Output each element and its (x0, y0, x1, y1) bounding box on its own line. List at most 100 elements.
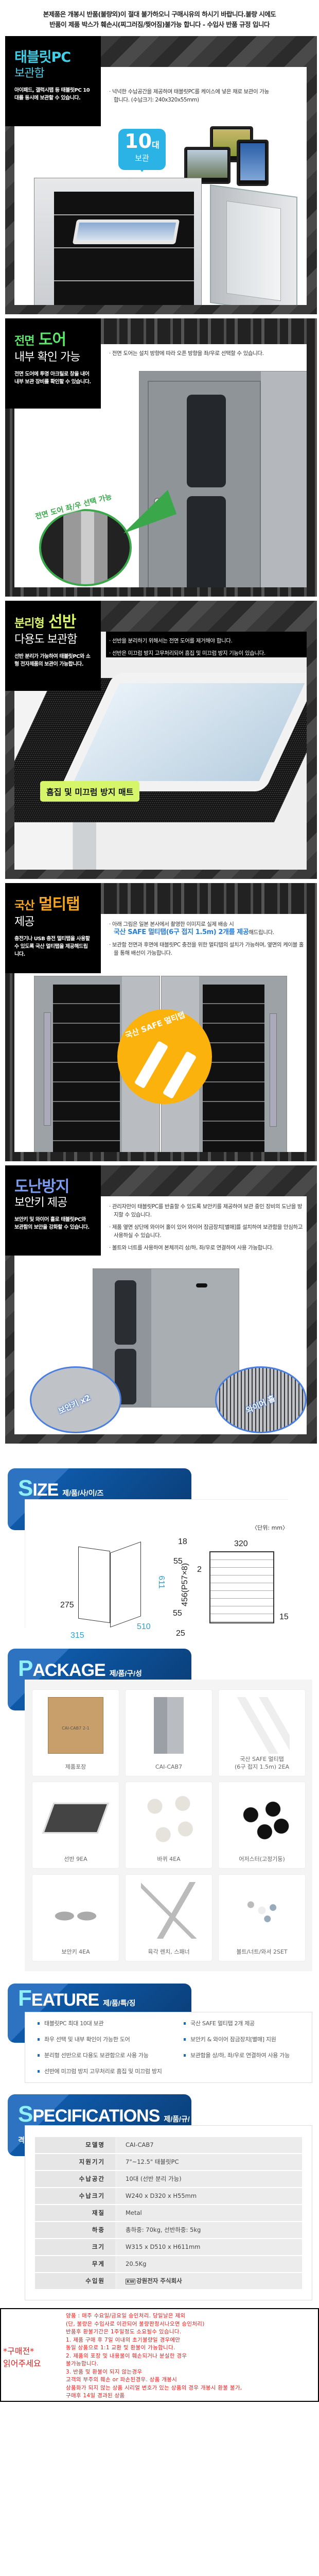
inset-label: 보안키 x2 (57, 1393, 92, 1416)
spec-value: 10대 (선반 분리 가능) (117, 2171, 302, 2187)
heading-text: EATURE (31, 1990, 99, 2010)
spec-value: W240 x D320 x H55mm (117, 2188, 302, 2204)
title-part: 도어 (38, 331, 66, 349)
wire-inset-image: 와이어 홀 (215, 1366, 307, 1433)
heading-korean: 제/품/구/성 (109, 1669, 142, 1677)
importer-name: 강원전자 주식회사 (136, 2277, 182, 2284)
package-item: 바퀴 4EA (125, 1782, 212, 1869)
importer-logo: KW (126, 2279, 136, 2284)
title-part: 전면 (14, 335, 34, 348)
dim-foot: 15 (279, 1613, 289, 1621)
return-policy-notice: 본제품은 개봉시 반품(불량외)이 절대 불가하오니 구매시유의 하시기 바랍니… (0, 9, 319, 30)
package-item: 선반 9EA (32, 1782, 119, 1869)
spec-key: 하중 (35, 2222, 115, 2238)
section-header: 전면 도어 내부 확인 가능 전면 도어에 투명 아크릴로 창을 내어 내부 보… (5, 318, 101, 409)
open-door (210, 184, 297, 305)
item-label: 볼트/너트/와셔 2SET (236, 1948, 288, 1955)
power-strip-image (234, 1697, 290, 1754)
section-title: 태블릿PC (14, 49, 71, 65)
item-label: 국산 SAFE 멀티탭 (6구 접지 1.5m) 2EA (234, 1756, 290, 1770)
item-label: 어저스터(고정기둥) (239, 1856, 285, 1862)
notice-line: 동일 상품으로 1:1 교환 및 환불이 가능합니다. (66, 2345, 175, 2351)
section-subtitle: 다용도 보관함 (14, 633, 77, 646)
package-item: CAI-CAB7 (125, 1689, 212, 1776)
dim-span: 320 (234, 1539, 248, 1548)
side-label-line: *구매전* (3, 2346, 34, 2356)
heading-text: ACKAGE (32, 1660, 105, 1680)
tablet-on-shelf (72, 219, 180, 244)
spec-value: W315 x D510 x H611mm (117, 2239, 302, 2255)
cabinet-drawing-side (110, 1541, 141, 1628)
spec-key: 모델명 (35, 2137, 115, 2153)
tablet-image (184, 147, 231, 184)
spec-key: 크기 (35, 2239, 115, 2255)
wrench-image (141, 1882, 197, 1939)
caster-image (141, 1789, 197, 1846)
spec-value: CAI-CAB7 (117, 2137, 302, 2153)
dim-pitch: 456(P57×8) (181, 1563, 190, 1607)
bullet: · 보관함 전면과 후면에 태블릿PC 충전을 위한 멀티탭의 설치가 가능하며… (109, 942, 304, 956)
heading-text: PECIFICATIONS (32, 2106, 160, 2126)
bullet: · 제품 옆면 상단에 와이어 홀이 있어 와이어 잠금장치[별매]를 설치하여… (109, 1224, 303, 1239)
feature-item: 보안키 & 와이어 잠금장치[별매] 지원 (184, 2031, 290, 2047)
adjuster-image (234, 1789, 290, 1846)
section-description: 충전기나 USB 충전 멀티탭을 사용할 수 있도록 국산 멀티탭을 제공해드립… (14, 936, 90, 957)
door-window (187, 395, 226, 487)
tablet-image (237, 140, 269, 186)
door-window (187, 496, 226, 587)
badge-unit: 대 (152, 140, 160, 150)
dim-base: 25 (176, 1629, 185, 1638)
inset-label: 와이어 홀 (244, 1394, 277, 1415)
bullet-list: · 선반을 분리하기 위해서는 전면 도어를 제거해야 합니다. · 선반은 미… (109, 637, 305, 662)
item-label: 육각 렌치, 스패너 (148, 1948, 190, 1955)
section-description: 전면 도어에 투명 아크릴로 창을 내어 내부 보관 장비를 확인할 수 있습니… (14, 371, 91, 385)
spec-value: 7"~12.5" 태블릿PC (117, 2154, 302, 2170)
section-panel: · 넉넉한 수납공간을 제공하며 태블릿PC를 케이스에 넣은 채로 보관이 가… (14, 67, 307, 305)
feature-item: 선반에 미끄럼 방지 고무처리로 흠집 및 미끄럼 방지 (38, 2063, 162, 2079)
dim-gap-bottom: 55 (173, 1609, 182, 1618)
heading-initial: S (18, 1476, 33, 1501)
cabinet-closed-image (139, 371, 307, 587)
purchase-notice-box: *구매전* 읽어주세요 양품 : 매주 수요일/금요일 승인처리. 당일날은 제… (0, 2308, 319, 2402)
feature-section-tablet-storage: 태블릿PC 보관함 아이패드, 갤럭시탭 등 태블릿PC 10대를 동시에 보관… (5, 36, 317, 314)
dim-depth: 510 (137, 1622, 151, 1631)
section-title: 분리형 선반 (14, 614, 92, 632)
bolts-image (234, 1882, 290, 1939)
section-description: 선반 분리가 가능하여 태블릿PC와 소형 전자제품의 보관이 가능합니다. (14, 654, 91, 667)
capacity-badge: 10대 보관 (118, 129, 166, 172)
section-header: 도난방지 보안키 제공 보안키 및 와이어 홀로 태블릿PC와 보관함의 보안을… (5, 1165, 101, 1256)
title-part: 국산 (14, 900, 34, 912)
section-subtitle: 보안키 제공 (14, 1196, 67, 1209)
spec-key: 무게 (35, 2256, 115, 2272)
mat-callout: 흠집 및 미끄럼 방지 매트 (40, 781, 140, 802)
section-title: 전면 도어 (14, 332, 92, 350)
cabinet-open-image (34, 178, 202, 305)
feature-item: 보관함을 상/하, 좌/우로 연결하여 사용 가능 (184, 2047, 290, 2063)
cabinet-front-drawing (209, 1551, 274, 1623)
item-label: CAI-CAB7 (155, 1764, 183, 1770)
feature-section-front-door: 전면 도어 내부 확인 가능 전면 도어에 투명 아크릴로 창을 내어 내부 보… (5, 318, 317, 597)
cabinet-image (154, 1697, 184, 1754)
spec-key: 수납공간 (35, 2171, 115, 2187)
dim-gap-top: 55 (173, 1557, 183, 1566)
notice-line: 3. 반품 및 환불이 되지 않는경우 (66, 2368, 143, 2375)
feature-item: 국산 SAFE 멀티탭 2개 제공 (184, 2015, 290, 2031)
power-strip-icon (162, 1050, 197, 1099)
box-image: CAI-CAB7 2-1 (48, 1697, 103, 1754)
shelf-image (42, 1803, 109, 1834)
section-description: 보안키 및 와이어 홀로 태블릿PC와 보관함의 보안을 강화할 수 있습니다. (14, 1217, 90, 1230)
door-inset-image (39, 509, 132, 586)
bullet-list: · 넉넉한 수납공간을 제공하며 태블릿PC를 케이스에 넣은 채로 보관이 가… (109, 88, 274, 108)
dim-width: 315 (70, 1631, 84, 1640)
dim-gap-small: 2 (197, 1565, 202, 1574)
bullet-list: · 전면 도어는 설치 방향에 따라 오픈 방향을 좌/우로 선택할 수 있습니… (109, 349, 299, 362)
section-header: 분리형 선반 다용도 보관함 선반 분리가 가능하여 태블릿PC와 소형 전자제… (5, 601, 101, 691)
badge-number: 10 (125, 130, 152, 152)
side-label-line: 읽어주세요 (3, 2359, 41, 2368)
